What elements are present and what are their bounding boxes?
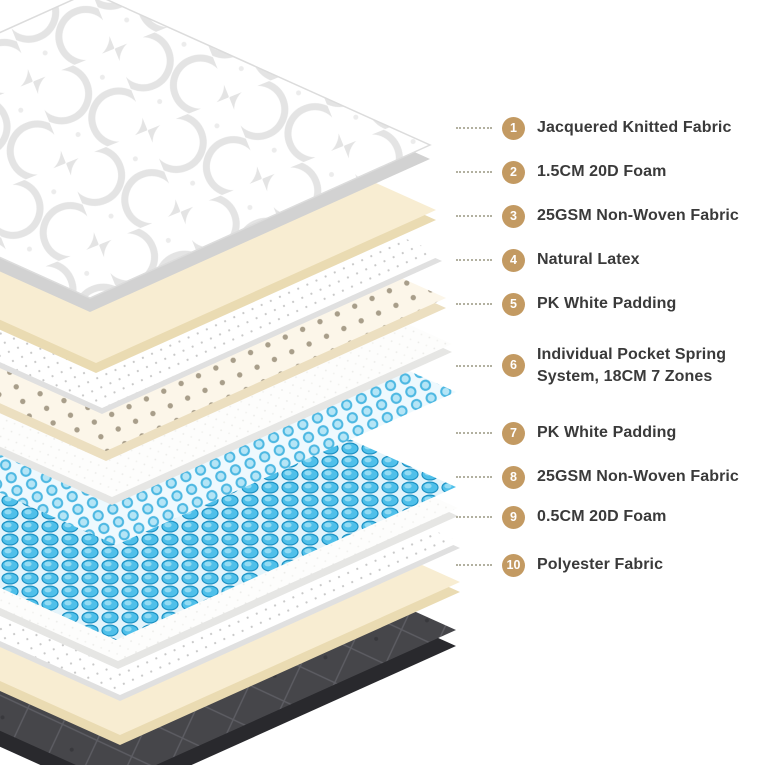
layer-label: 10 Polyester Fabric [456,553,765,577]
label-list: 1 Jacquered Knitted Fabric 2 1.5CM 20D F… [456,116,765,597]
label-number-badge: 7 [502,421,525,445]
label-text: 25GSM Non-Woven Fabric [537,468,739,486]
label-text: PK White Padding [537,295,677,313]
leader-dots-icon [456,516,492,519]
label-text: Polyester Fabric [537,556,664,574]
label-text: 0.5CM 20D Foam [537,508,667,526]
label-number-badge: 9 [502,505,525,529]
leader-dots-icon [456,171,492,173]
layer-jacquered-knitted-fabric [0,0,432,312]
layer-label: 7 PK White Padding [456,421,765,445]
layer-label: 9 0.5CM 20D Foam [456,505,765,529]
leader-dots-icon [456,364,492,367]
leader-dots-icon [456,476,492,479]
label-number-badge: 5 [502,292,525,316]
layer-label: 4 Natural Latex [456,248,765,272]
label-text: PK White Padding [537,424,677,442]
leader-dots-icon [456,564,492,567]
label-number-badge: 10 [502,553,525,577]
label-number-badge: 4 [502,248,525,272]
label-number-badge: 3 [502,204,525,228]
label-text: Jacquered Knitted Fabric [537,119,732,137]
leader-dots-icon [456,432,492,435]
leader-dots-icon [456,303,492,305]
leader-dots-icon [456,127,492,129]
leader-dots-icon [456,215,492,217]
layer-label: 8 25GSM Non-Woven Fabric [456,465,765,489]
leader-dots-icon [456,259,492,261]
label-text: Natural Latex [537,251,640,269]
label-text: 25GSM Non-Woven Fabric [537,207,739,225]
layer-label: 3 25GSM Non-Woven Fabric [456,204,765,228]
label-number-badge: 8 [502,465,525,489]
layer-label: 5 PK White Padding [456,292,765,316]
label-number-badge: 2 [502,160,525,184]
layer-label: 1 Jacquered Knitted Fabric [456,116,765,140]
layer-label: 2 1.5CM 20D Foam [456,160,765,184]
label-number-badge: 1 [502,116,525,140]
label-text: 1.5CM 20D Foam [537,163,667,181]
layer-label: 6 Individual Pocket Spring System, 18CM … [456,344,765,387]
label-text: Individual Pocket Spring System, 18CM 7 … [537,346,727,385]
label-number-badge: 6 [502,354,525,378]
